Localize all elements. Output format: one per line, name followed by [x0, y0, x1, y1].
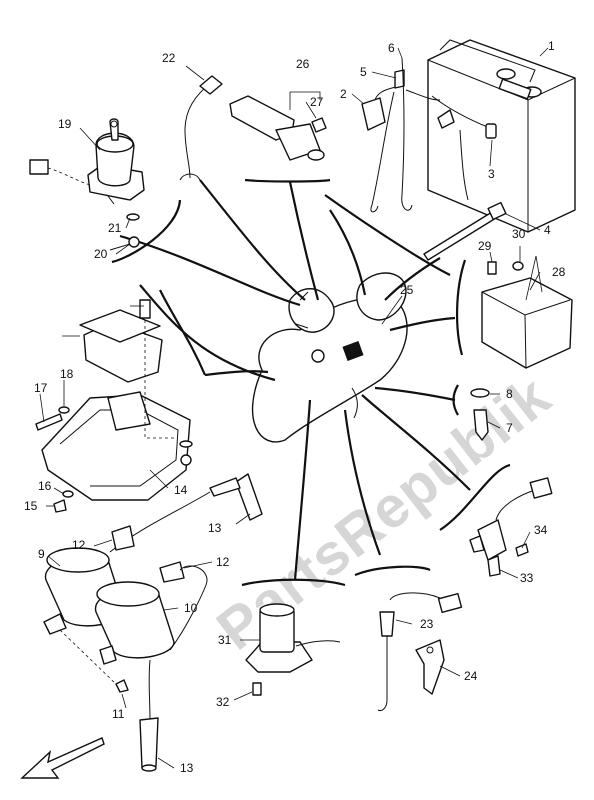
callout-31: 31 [218, 633, 232, 647]
frame-silhouette [251, 272, 408, 443]
callout-29: 29 [478, 239, 492, 253]
callout-16: 16 [38, 479, 52, 493]
temp-sensor [470, 388, 490, 441]
callout-22: 22 [162, 51, 176, 65]
main-switch [29, 118, 145, 205]
pickup-coil [469, 477, 553, 577]
callout-26: 26 [296, 57, 310, 71]
callout-25: 25 [400, 283, 414, 297]
callout-8: 8 [506, 387, 513, 401]
group-brackets [111, 178, 511, 587]
callout-13b: 13 [180, 761, 194, 775]
terminal-bolt [485, 123, 497, 139]
callout-27: 27 [310, 95, 324, 109]
callout-23: 23 [420, 617, 434, 631]
callout-28: 28 [552, 265, 566, 279]
solenoid [245, 603, 341, 696]
callout-1: 1 [548, 39, 555, 53]
callout-7: 7 [506, 421, 513, 435]
callout-13a: 13 [208, 521, 222, 535]
callout-21: 21 [108, 221, 122, 235]
callout-5: 5 [360, 65, 367, 79]
callout-6: 6 [388, 41, 395, 55]
neutral-switch [377, 592, 463, 711]
callout-32: 32 [216, 695, 230, 709]
callout-3: 3 [488, 167, 495, 181]
sensor-lead [179, 75, 223, 181]
cdi-unit [481, 255, 573, 369]
callout-10: 10 [184, 601, 198, 615]
regulator [35, 299, 193, 513]
ignition-coils [43, 473, 263, 772]
relay-assembly [229, 91, 327, 161]
callout-34: 34 [534, 523, 548, 537]
leader-lines [39, 47, 549, 769]
callout-11: 11 [112, 707, 125, 721]
callout-2: 2 [340, 87, 347, 101]
cable-tie [423, 201, 507, 261]
callout-33: 33 [520, 571, 534, 585]
callout-24: 24 [464, 669, 478, 683]
battery-cables [370, 57, 491, 213]
callout-19: 19 [58, 117, 72, 131]
callout-labels: 1 2 3 4 5 6 7 8 9 10 11 12 12 13 13 14 1… [24, 39, 566, 775]
callout-12a: 12 [72, 538, 86, 552]
callout-17: 17 [34, 381, 48, 395]
callout-9: 9 [38, 547, 45, 561]
arrow-front-icon [20, 737, 105, 779]
callout-14: 14 [174, 483, 188, 497]
callout-30: 30 [512, 227, 526, 241]
callout-15: 15 [24, 499, 38, 513]
callout-12b: 12 [216, 555, 230, 569]
callout-18: 18 [60, 367, 74, 381]
callout-20: 20 [94, 247, 108, 261]
callout-4: 4 [544, 223, 551, 237]
